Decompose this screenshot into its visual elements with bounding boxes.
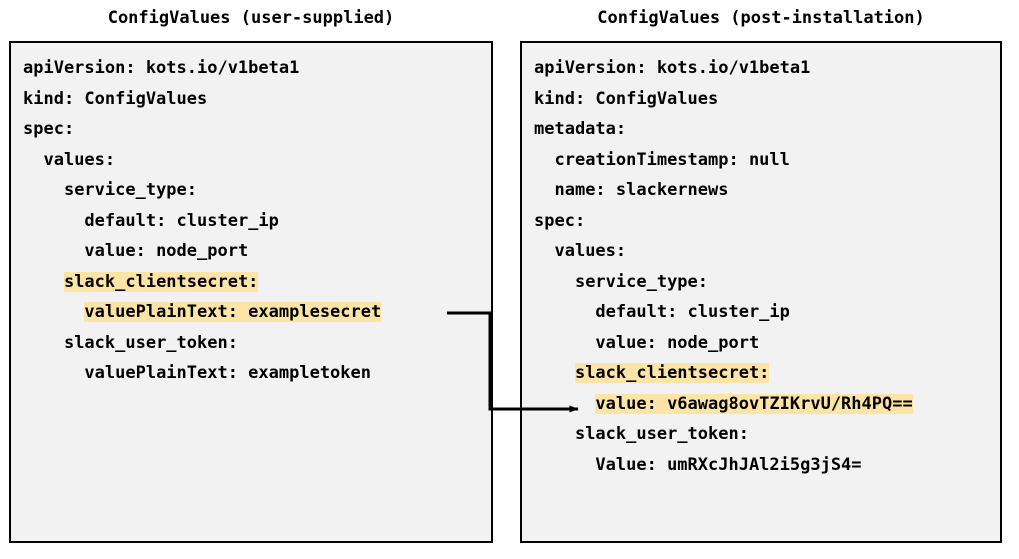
panel-title-user-supplied: ConfigValues (user-supplied) <box>107 8 395 28</box>
yaml-text: default: cluster_ip <box>84 210 279 231</box>
yaml-indent <box>534 272 575 292</box>
yaml-indent <box>23 180 64 200</box>
yaml-text: default: cluster_ip <box>595 302 790 322</box>
yaml-line: valuePlainText: exampletoken <box>23 358 487 389</box>
yaml-line: apiVersion: kots.io/v1beta1 <box>23 53 487 84</box>
yaml-line: default: cluster_ip <box>23 206 487 237</box>
yaml-line: value: v6awag8ovTZIKrvU/Rh4PQ== <box>534 389 996 420</box>
yaml-line: slack_clientsecret: <box>534 358 996 389</box>
yaml-text: service_type: <box>574 271 709 292</box>
yaml-highlighted-text: valuePlainText: examplesecret <box>84 302 382 322</box>
yaml-indent <box>23 241 84 261</box>
yaml-indent <box>23 211 84 231</box>
yaml-indent <box>23 333 64 353</box>
yaml-indent <box>534 455 595 475</box>
yaml-line: service_type: <box>534 267 996 298</box>
yaml-text: slack_user_token: <box>574 424 749 444</box>
yaml-line: slack_user_token: <box>23 328 487 359</box>
yaml-indent <box>534 363 575 383</box>
yaml-highlighted-text: slack_clientsecret: <box>63 271 259 292</box>
config-values-user-supplied-panel: apiVersion: kots.io/v1beta1 kind: ConfigV… <box>9 41 493 543</box>
yaml-indent <box>23 302 84 322</box>
yaml-text: value: node_port <box>84 241 249 261</box>
yaml-line: creationTimestamp: null <box>534 145 996 176</box>
yaml-line: value: node_port <box>534 328 996 359</box>
yaml-code-post-installation: apiVersion: kots.io/v1beta1 kind: ConfigV… <box>534 53 996 480</box>
yaml-text: values: <box>43 149 116 170</box>
yaml-line: Value: umRXcJhJAl2i5g3jS4= <box>534 450 996 481</box>
yaml-line: slack_user_token: <box>534 419 996 450</box>
yaml-indent <box>534 180 554 200</box>
yaml-text: spec: <box>534 210 586 231</box>
yaml-line: service_type: <box>23 175 487 206</box>
yaml-indent <box>534 394 595 414</box>
yaml-text: apiVersion: kots.io/v1beta1 <box>23 58 300 78</box>
config-values-post-installation-panel: apiVersion: kots.io/v1beta1 kind: ConfigV… <box>520 41 1002 543</box>
yaml-indent <box>534 424 575 444</box>
yaml-indent <box>534 150 554 170</box>
yaml-line: metadata: <box>534 114 996 145</box>
yaml-text: values: <box>554 241 627 261</box>
yaml-text: metadata: <box>534 119 627 139</box>
yaml-indent <box>23 363 84 383</box>
yaml-text: Value: umRXcJhJAl2i5g3jS4= <box>595 454 862 475</box>
yaml-indent <box>534 333 595 353</box>
yaml-indent <box>534 241 554 261</box>
yaml-text: kind: ConfigValues <box>23 88 208 109</box>
yaml-line: kind: ConfigValues <box>534 84 996 115</box>
yaml-line: default: cluster_ip <box>534 297 996 328</box>
yaml-line: spec: <box>23 114 487 145</box>
yaml-line: values: <box>534 236 996 267</box>
yaml-code-user-supplied: apiVersion: kots.io/v1beta1 kind: ConfigV… <box>23 53 487 389</box>
yaml-text: apiVersion: kots.io/v1beta1 <box>534 58 811 78</box>
yaml-text: creationTimestamp: null <box>554 149 790 170</box>
yaml-line: valuePlainText: examplesecret <box>23 297 487 328</box>
yaml-line: values: <box>23 145 487 176</box>
yaml-highlighted-text: slack_clientsecret: <box>574 363 770 383</box>
yaml-line: spec: <box>534 206 996 237</box>
yaml-text: service_type: <box>63 180 198 200</box>
panel-title-post-installation: ConfigValues (post-installation) <box>597 8 925 28</box>
yaml-text: slack_user_token: <box>63 332 238 353</box>
yaml-text: spec: <box>23 119 75 139</box>
yaml-indent <box>23 272 64 292</box>
yaml-line: name: slackernews <box>534 175 996 206</box>
yaml-line: value: node_port <box>23 236 487 267</box>
yaml-indent <box>23 150 43 170</box>
yaml-text: kind: ConfigValues <box>534 88 719 109</box>
yaml-line: kind: ConfigValues <box>23 84 487 115</box>
yaml-text: name: slackernews <box>554 180 729 200</box>
yaml-text: value: node_port <box>595 332 760 353</box>
yaml-text: valuePlainText: exampletoken <box>84 363 371 383</box>
yaml-highlighted-text: value: v6awag8ovTZIKrvU/Rh4PQ== <box>595 393 913 414</box>
yaml-indent <box>534 302 595 322</box>
yaml-line: slack_clientsecret: <box>23 267 487 298</box>
yaml-line: apiVersion: kots.io/v1beta1 <box>534 53 996 84</box>
